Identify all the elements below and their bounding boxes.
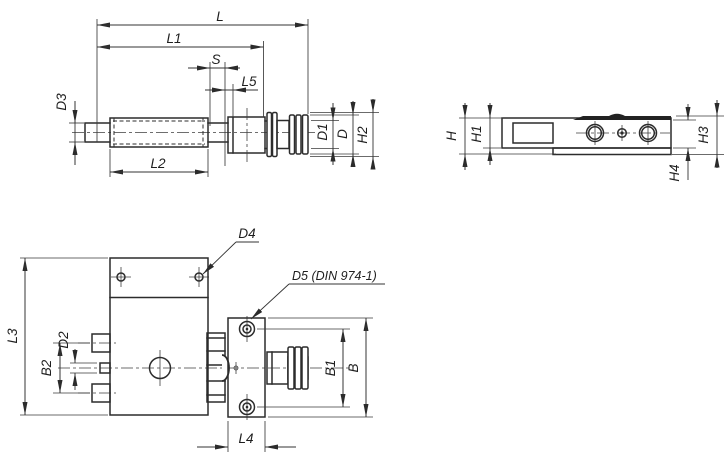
dim-label-D1: D1	[315, 123, 330, 140]
end-view: H H1 H3 H4	[444, 100, 724, 182]
dim-label-D4: D4	[238, 226, 255, 241]
dim-label-D: D	[335, 129, 350, 139]
dim-label-H2: H2	[355, 126, 370, 144]
center-pin-hole	[616, 127, 628, 139]
flange-hole-bottom	[238, 398, 256, 416]
dim-label-H: H	[444, 131, 459, 141]
dim-label-B2: B2	[39, 359, 54, 376]
body-center-hole	[148, 356, 172, 380]
dim-label-H4: H4	[667, 164, 682, 181]
cover-hole-left	[116, 272, 126, 282]
plan-view: L3 B2 D2 B1 B L4 D4 D5 (DIN 974-1)	[5, 226, 385, 452]
screw-hole-left	[585, 123, 605, 143]
cover-hole-right	[194, 272, 204, 282]
center-stub	[99, 362, 111, 374]
front-view: L L1 S L5 D3 L2 D1 D	[54, 9, 379, 177]
dim-label-D2: D2	[56, 331, 71, 349]
dim-label-D3: D3	[54, 93, 69, 111]
screw-hole-right	[638, 123, 658, 143]
dim-label-H1: H1	[469, 125, 484, 142]
dim-label-L5: L5	[241, 74, 257, 89]
dim-label-B1: B1	[323, 360, 338, 377]
dim-label-L: L	[216, 9, 224, 24]
mounting-flange	[227, 317, 266, 418]
dim-label-B: B	[346, 363, 361, 372]
dim-label-L1: L1	[166, 31, 181, 46]
dim-label-L3: L3	[5, 328, 20, 344]
dim-label-D5: D5 (DIN 974-1)	[292, 269, 377, 283]
flange-hole-top	[238, 320, 256, 338]
dim-label-S: S	[211, 52, 220, 67]
strip-dome	[609, 113, 625, 116]
jaw-bottom	[91, 383, 111, 403]
dim-label-L2: L2	[150, 156, 166, 171]
top-strip	[573, 116, 671, 120]
dim-label-L4: L4	[238, 431, 253, 446]
dim-label-H3: H3	[696, 126, 711, 144]
jaw-top	[91, 333, 111, 353]
